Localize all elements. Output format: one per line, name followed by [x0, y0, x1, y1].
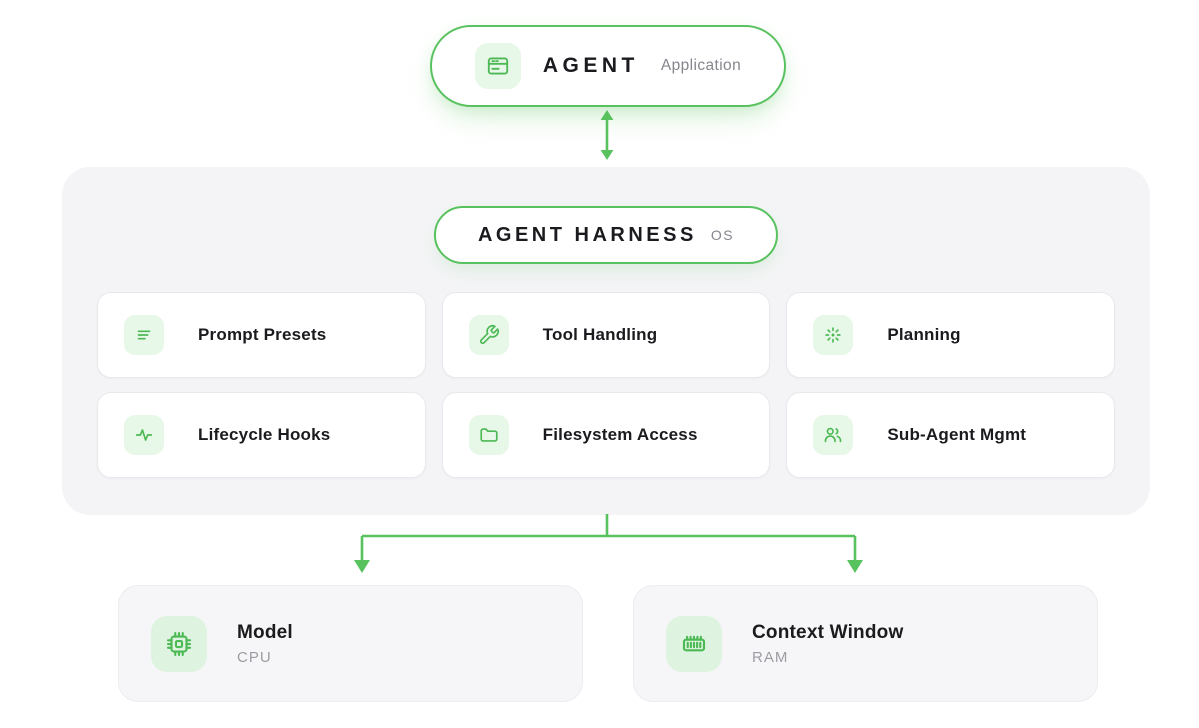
- resource-subtitle: RAM: [752, 648, 789, 666]
- resource-title: Model: [237, 621, 293, 643]
- memory-ram-icon: [666, 615, 722, 672]
- feature-card-filesystem-access: Filesystem Access: [441, 392, 771, 478]
- feature-label: Filesystem Access: [542, 425, 698, 444]
- resource-card-model: Model CPU: [118, 585, 583, 702]
- users-icon: [813, 415, 854, 455]
- feature-label: Lifecycle Hooks: [198, 425, 331, 444]
- feature-label: Tool Handling: [542, 325, 658, 344]
- wrench-icon: [468, 315, 509, 355]
- agent-subtitle: Application: [660, 57, 742, 74]
- pulse-icon: [124, 415, 164, 455]
- feature-card-prompt-presets: Prompt Presets: [97, 292, 426, 378]
- feature-card-lifecycle-hooks: Lifecycle Hooks: [97, 392, 426, 478]
- text-lines-icon: [124, 315, 164, 355]
- app-window-icon: [474, 43, 521, 89]
- harness-title: AGENT HARNESS: [477, 223, 697, 246]
- feature-card-tool-handling: Tool Handling: [441, 292, 771, 378]
- feature-label: Planning: [887, 325, 961, 344]
- agent-application-node: AGENT Application: [430, 25, 786, 107]
- resource-title: Context Window: [752, 621, 904, 643]
- folder-icon: [468, 415, 509, 455]
- feature-card-sub-agent-mgmt: Sub-Agent Mgmt: [786, 392, 1116, 478]
- agent-harness-node: AGENT HARNESS OS: [433, 206, 779, 264]
- harness-feature-grid: Prompt Presets Tool Handling: [97, 292, 1116, 478]
- sun-rays-icon: [813, 315, 854, 355]
- feature-label: Prompt Presets: [198, 325, 327, 344]
- agent-harness-panel: AGENT HARNESS OS Prompt Presets: [62, 167, 1150, 515]
- branch-connector-arrows: [0, 513, 1199, 579]
- resource-subtitle: CPU: [237, 648, 272, 666]
- harness-subtitle: OS: [710, 227, 735, 243]
- cpu-chip-icon: [151, 615, 207, 672]
- bidirectional-arrow: [597, 110, 617, 160]
- resource-card-context-window: Context Window RAM: [633, 585, 1098, 702]
- agent-title: AGENT: [542, 54, 639, 77]
- feature-card-planning: Planning: [786, 292, 1116, 378]
- feature-label: Sub-Agent Mgmt: [887, 425, 1027, 444]
